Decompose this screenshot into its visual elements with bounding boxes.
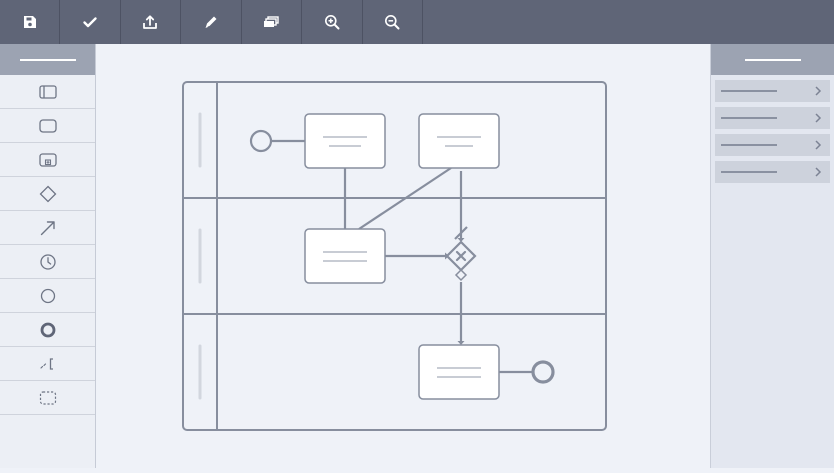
arrowhead-task4 bbox=[457, 341, 465, 345]
toolbar-spacer bbox=[423, 0, 834, 44]
layers-button[interactable] bbox=[242, 0, 302, 44]
start-event[interactable] bbox=[249, 129, 273, 153]
diagram-canvas[interactable] bbox=[96, 44, 710, 468]
tool-subprocess[interactable] bbox=[0, 143, 95, 177]
tool-start-event[interactable] bbox=[0, 279, 95, 313]
timer-event-icon bbox=[39, 253, 56, 270]
property-row[interactable] bbox=[715, 134, 830, 156]
tool-group[interactable] bbox=[0, 381, 95, 415]
tool-timer-event[interactable] bbox=[0, 245, 95, 279]
arrowhead-gateway-top bbox=[457, 238, 465, 242]
group-icon bbox=[39, 390, 56, 405]
task-4[interactable] bbox=[418, 344, 500, 400]
end-event-icon bbox=[40, 322, 55, 337]
start-event-icon bbox=[40, 288, 55, 303]
chevron-right-icon bbox=[815, 167, 822, 177]
save-button[interactable] bbox=[0, 0, 60, 44]
properties-header bbox=[711, 44, 834, 75]
zoom-in-button[interactable] bbox=[302, 0, 363, 44]
chevron-right-icon bbox=[815, 86, 822, 96]
annotation-icon bbox=[39, 357, 53, 370]
tool-task[interactable] bbox=[0, 109, 95, 143]
property-label bbox=[721, 171, 777, 173]
default-flow-marker bbox=[454, 226, 468, 240]
palette-header-bar bbox=[19, 58, 76, 61]
task-3[interactable] bbox=[304, 228, 386, 284]
gateway-icon bbox=[39, 185, 56, 202]
tool-end-event[interactable] bbox=[0, 313, 95, 347]
property-row[interactable] bbox=[715, 80, 830, 102]
task-icon bbox=[38, 118, 57, 133]
validate-button[interactable] bbox=[60, 0, 121, 44]
save-icon bbox=[23, 16, 36, 28]
properties-header-bar bbox=[744, 58, 801, 61]
shape-palette bbox=[0, 44, 96, 468]
exclusive-gateway[interactable] bbox=[445, 240, 477, 282]
task-2[interactable] bbox=[418, 113, 500, 169]
properties-panel bbox=[710, 44, 834, 468]
palette-header bbox=[0, 44, 95, 75]
pool[interactable] bbox=[182, 81, 607, 431]
property-row[interactable] bbox=[715, 161, 830, 183]
subprocess-icon bbox=[38, 152, 57, 167]
tool-pool-lane[interactable] bbox=[0, 75, 95, 109]
flow-task2-to-task3[interactable] bbox=[358, 167, 452, 230]
toolbar bbox=[0, 0, 834, 44]
property-row[interactable] bbox=[715, 107, 830, 129]
layers-icon bbox=[264, 16, 279, 27]
bpmn-diagram bbox=[182, 81, 607, 431]
zoom-out-button[interactable] bbox=[363, 0, 423, 44]
properties-list bbox=[711, 75, 834, 183]
chevron-right-icon bbox=[815, 113, 822, 123]
property-label bbox=[721, 117, 777, 119]
pencil-icon bbox=[205, 16, 217, 28]
property-label bbox=[721, 90, 777, 92]
export-button[interactable] bbox=[121, 0, 181, 44]
pool-lane-icon bbox=[38, 84, 57, 99]
chevron-right-icon bbox=[815, 140, 822, 150]
property-label bbox=[721, 144, 777, 146]
end-event[interactable] bbox=[531, 360, 555, 384]
task-1[interactable] bbox=[304, 113, 386, 169]
zoom-in-icon bbox=[324, 15, 340, 30]
export-icon bbox=[143, 15, 158, 29]
tool-connector[interactable] bbox=[0, 211, 95, 245]
zoom-out-icon bbox=[385, 15, 400, 30]
connector-arrow-icon bbox=[40, 220, 55, 235]
tool-gateway[interactable] bbox=[0, 177, 95, 211]
edit-button[interactable] bbox=[181, 0, 242, 44]
check-icon bbox=[83, 17, 97, 28]
tool-annotation[interactable] bbox=[0, 347, 95, 381]
